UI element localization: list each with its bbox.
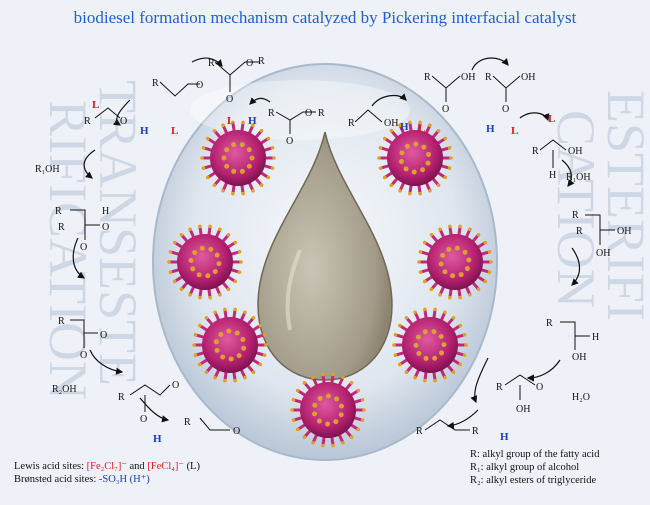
atom-R: R [348,118,355,129]
atom-O: O [80,350,87,361]
atom-R: R [424,72,431,83]
right-side-label-2: CATION [546,110,606,308]
atom-R: R [118,392,125,403]
bronsted-site-H: H [248,115,257,127]
lewis-site-L: L [171,125,178,137]
atom-O: O [102,222,109,233]
atom-R2: R [258,56,265,67]
legend-acid-sites: Lewis acid sites: [Fe₂Cl₇]⁻ and [FeCl₄]⁻… [14,460,200,486]
reagent-r1oh: R₁OH [35,164,60,175]
legend-r1-definition: R₁: alkyl group of alcohol [470,461,599,474]
left-side-label-2: RIFICATION [38,100,98,400]
atom-R: R [546,318,553,329]
atom-O: O [196,80,203,91]
lewis-site-L: L [227,115,234,127]
atom-R: R [416,426,423,437]
reagent-r1oh: R₁OH [566,172,591,183]
atom-O: O [442,104,449,115]
atom-O: O [140,414,147,425]
atom-O: O [246,58,253,69]
atom-O: O [80,242,87,253]
lewis-site-L: L [92,99,99,111]
atom-R: R [208,58,215,69]
atom-R: R [496,382,503,393]
atom-O: O [286,136,293,147]
legend-lewis-b: [FeCl₄]⁻ [147,461,184,472]
group-oh: OH [596,248,610,259]
sphere-highlight [190,80,410,140]
legend-bronsted-row: Brønsted acid sites: -SO₃H (H⁺) [14,473,200,486]
group-oh: OH [617,226,631,237]
legend-lewis-and: and [127,461,147,472]
legend-bronsted-value: -SO₃H (H⁺) [99,474,150,485]
atom-R: R [58,222,65,233]
atom-R1: R [572,210,579,221]
group-oh: OH [384,118,398,129]
atom-R: R [485,72,492,83]
atom-H: H [549,170,556,181]
atom-H: H [102,206,109,217]
bronsted-site-H: H [500,431,509,443]
reagent-h2o: H₂O [572,392,590,403]
legend-lewis-suffix: (L) [184,461,200,472]
lewis-site-L: L [511,125,518,137]
lewis-site-L: L [418,123,425,135]
legend-r-definition: R: alkyl group of the fatty acid [470,448,599,461]
atom-R1: R [472,426,479,437]
atom-O: O [502,104,509,115]
atom-R: R [152,78,159,89]
reagent-r2oh: R₂OH [52,384,77,395]
legend-groups: R: alkyl group of the fatty acid R₁: alk… [470,448,599,487]
atom-H: H [592,332,599,343]
atom-R: R [532,146,539,157]
legend-lewis-prefix: Lewis acid sites: [14,461,87,472]
bronsted-site-H: H [400,121,409,133]
atom-O: O [120,116,127,127]
atom-O: O [172,380,179,391]
atom-R: R [268,108,275,119]
atom-R: R [576,226,583,237]
lewis-site-L: L [548,113,555,125]
atom-R: R [84,116,91,127]
atom-R: R [58,316,65,327]
legend-r2-definition: R₂: alkyl esters of triglyceride [470,474,599,487]
legend-lewis-row: Lewis acid sites: [Fe₂Cl₇]⁻ and [FeCl₄]⁻… [14,460,200,473]
atom-R: R [184,417,191,428]
bronsted-site-H: H [486,123,495,135]
atom-O: O [233,426,240,437]
atom-R2: R [318,108,325,119]
atom-O: O [536,382,543,393]
atom-O: O [305,108,312,119]
group-oh: OH [521,72,535,83]
group-oh: OH [568,146,582,157]
group-oh: OH [461,72,475,83]
group-oh: OH [572,352,586,363]
bronsted-site-H: H [153,433,162,445]
legend-lewis-a: [Fe₂Cl₇]⁻ [87,461,127,472]
group-oh: OH [516,404,530,415]
atom-R1: R [55,206,62,217]
bronsted-site-H: H [140,125,149,137]
legend-bronsted-prefix: Brønsted acid sites: [14,474,99,485]
atom-O: O [100,330,107,341]
atom-O: O [226,94,233,105]
